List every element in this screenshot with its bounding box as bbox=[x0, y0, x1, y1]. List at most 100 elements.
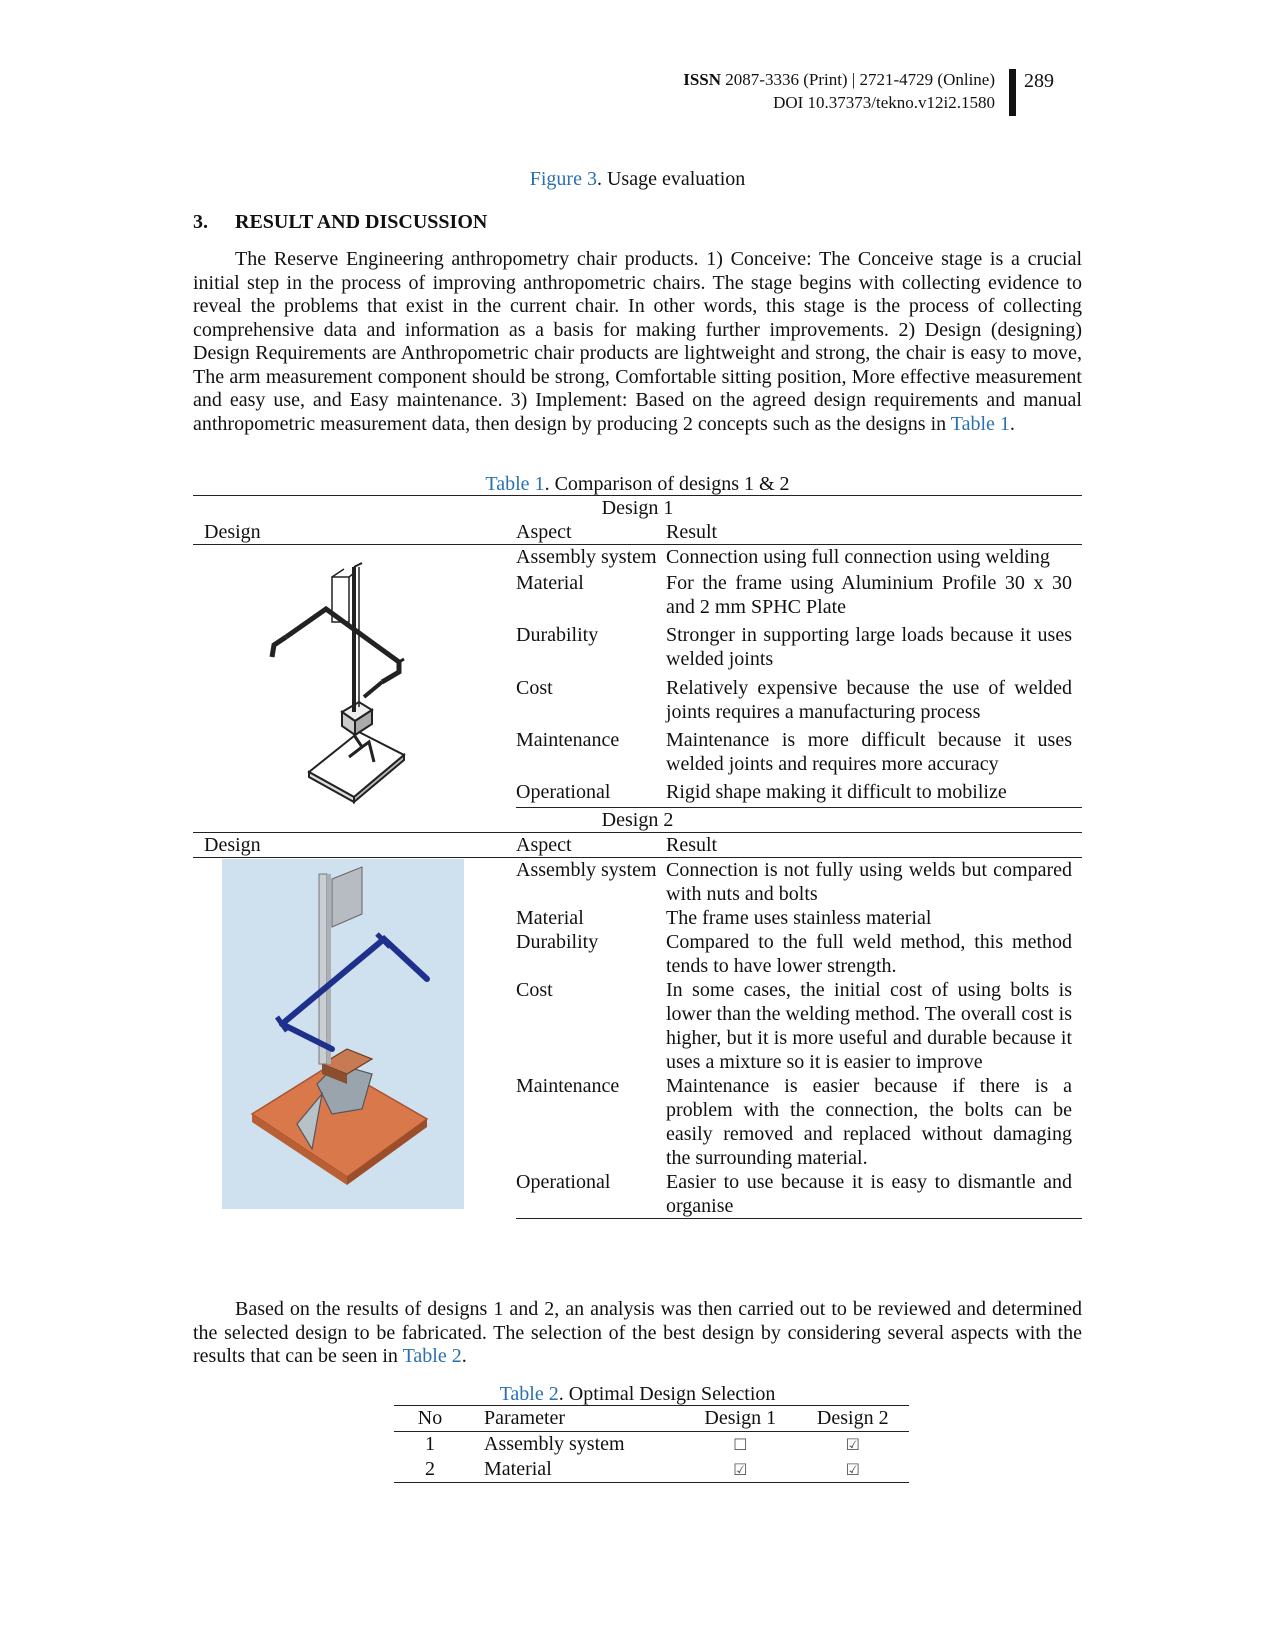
issn-label: ISSN bbox=[683, 70, 722, 89]
design1-result-5: Maintenance is more difficult because it… bbox=[666, 729, 1072, 776]
paragraph-1: The Reserve Engineering anthropometry ch… bbox=[193, 248, 1082, 436]
table-row: Material For the frame using Aluminium P… bbox=[193, 571, 1082, 623]
design2-result-5: Maintenance is easier because if there i… bbox=[666, 1074, 1072, 1169]
design1-result-6: Rigid shape making it difficult to mobil… bbox=[666, 780, 1082, 808]
table1-caption-text: . Comparison of designs 1 & 2 bbox=[544, 473, 790, 495]
design2-result-3: Compared to the full weld method, this m… bbox=[666, 930, 1072, 977]
table2-caption-ref[interactable]: Table 2 bbox=[499, 1383, 559, 1405]
table-row: Material The frame uses stainless materi… bbox=[193, 906, 1082, 930]
table2-param-1: Assembly system bbox=[484, 1433, 625, 1455]
doi-line: DOI 10.37373/tekno.v12i2.1580 bbox=[773, 93, 995, 112]
table2-header-no: No bbox=[394, 1405, 466, 1432]
design2-result-2: The frame uses stainless material bbox=[666, 906, 932, 929]
section-heading: 3. RESULT AND DISCUSSION bbox=[193, 211, 487, 234]
paragraph-2: Based on the results of designs 1 and 2,… bbox=[193, 1298, 1082, 1369]
table-row: 2 Material ☑ ☑ bbox=[394, 1457, 909, 1483]
design2-aspect-2: Material bbox=[516, 906, 584, 929]
table-row: Durability Stronger in supporting large … bbox=[193, 623, 1082, 675]
design1-aspect-3: Durability bbox=[516, 624, 599, 647]
design2-aspect-4: Cost bbox=[516, 978, 553, 1001]
design2-back-panel bbox=[331, 865, 363, 928]
design2-vertical-pole bbox=[318, 873, 328, 1064]
table2-caption-text: . Optimal Design Selection bbox=[558, 1383, 776, 1405]
page-header: ISSN 2087-3336 (Print) | 2721-4729 (Onli… bbox=[683, 68, 1007, 114]
table-row: Durability Compared to the full weld met… bbox=[193, 930, 1082, 978]
table2-header-row: No Parameter Design 1 Design 2 bbox=[394, 1405, 909, 1432]
col-result-header-2: Result bbox=[666, 832, 1082, 858]
design2-aspect-6: Operational bbox=[516, 1169, 666, 1219]
table-row: Maintenance Maintenance is easier becaus… bbox=[193, 1074, 1082, 1170]
design1-aspect-1: Assembly system bbox=[516, 546, 657, 568]
paragraph-1-text: The Reserve Engineering anthropometry ch… bbox=[193, 248, 1082, 435]
design1-result-2: For the frame using Aluminium Profile 30… bbox=[666, 572, 1072, 619]
design2-image-cell bbox=[193, 857, 516, 1218]
figure-caption: Figure 3. Usage evaluation bbox=[0, 168, 1275, 191]
table-row: Operational Rigid shape making it diffic… bbox=[193, 780, 1082, 808]
design2-aspect-1: Assembly system bbox=[516, 858, 657, 881]
design1-aspect-2: Material bbox=[516, 572, 584, 595]
table-row: Operational Easier to use because it is … bbox=[193, 1169, 1082, 1219]
section-number: 3. bbox=[193, 211, 208, 233]
design2-aspect-3: Durability bbox=[516, 930, 599, 953]
table2-caption: Table 2. Optimal Design Selection bbox=[0, 1383, 1275, 1406]
design2-result-1: Connection is not fully using welds but … bbox=[666, 858, 1072, 905]
design2-seat bbox=[320, 1047, 374, 1075]
design1-result-1: Connection using full connection using w… bbox=[666, 546, 1050, 568]
col-design-header: Design bbox=[193, 520, 516, 545]
table2-header-parameter: Parameter bbox=[466, 1405, 684, 1432]
design1-image-cell bbox=[193, 545, 516, 808]
page-number: 289 bbox=[1024, 70, 1054, 92]
design1-chair-drawing bbox=[269, 562, 406, 805]
issn-line: ISSN 2087-3336 (Print) | 2721-4729 (Onli… bbox=[683, 68, 995, 91]
table2-no-1: 1 bbox=[425, 1433, 435, 1455]
table2: No Parameter Design 1 Design 2 1 Assembl… bbox=[394, 1405, 909, 1483]
table-row: Cost Relatively expensive because the us… bbox=[193, 676, 1082, 728]
col-aspect-header: Aspect bbox=[516, 520, 666, 545]
table1-ref-link[interactable]: Table 1 bbox=[950, 412, 1010, 435]
design2-result-6: Easier to use because it is easy to dism… bbox=[666, 1169, 1082, 1219]
design2-result-4: In some cases, the initial cost of using… bbox=[666, 978, 1072, 1073]
col-result-header: Result bbox=[666, 520, 1082, 545]
figure-caption-text: . Usage evaluation bbox=[596, 168, 746, 190]
design1-header-row: Design Aspect Result bbox=[193, 520, 1082, 545]
table2-no-2: 2 bbox=[394, 1457, 466, 1483]
table-row: Assembly system Connection is not fully … bbox=[193, 857, 1082, 1209]
table-row: Assembly system Connection using full co… bbox=[193, 545, 1082, 805]
design1-title: Design 1 bbox=[193, 495, 1082, 520]
paragraph-1-end: . bbox=[1009, 412, 1015, 435]
header-bar bbox=[1009, 69, 1016, 116]
issn-text: 2087-3336 (Print) | 2721-4729 (Online) bbox=[725, 70, 995, 89]
checkbox-icon: ☐ bbox=[733, 1435, 748, 1454]
design1-result-3: Stronger in supporting large loads becau… bbox=[666, 624, 1072, 671]
table2-param-2: Material bbox=[466, 1457, 684, 1483]
col-aspect-header-2: Aspect bbox=[516, 832, 666, 858]
table2-header-design1: Design 1 bbox=[684, 1405, 797, 1432]
design1-title-row: Design 1 bbox=[193, 495, 1082, 520]
col-design-header-2: Design bbox=[193, 832, 516, 858]
table2-ref-link[interactable]: Table 2 bbox=[402, 1345, 462, 1367]
design1-base-plate bbox=[307, 730, 406, 799]
design1-aspect-4: Cost bbox=[516, 676, 553, 699]
figure-ref-link[interactable]: Figure 3 bbox=[529, 168, 597, 190]
table1-caption: Table 1. Comparison of designs 1 & 2 bbox=[0, 473, 1275, 496]
table2-header-design2: Design 2 bbox=[796, 1405, 909, 1432]
paragraph-2-text: Based on the results of designs 1 and 2,… bbox=[193, 1298, 1082, 1367]
checkbox-icon: ☑ bbox=[845, 1435, 860, 1454]
paragraph-2-end: . bbox=[461, 1345, 467, 1367]
design1-arm-frame bbox=[284, 605, 402, 685]
table-row: Cost In some cases, the initial cost of … bbox=[193, 978, 1082, 1074]
design2-title-row: Design 2 bbox=[193, 807, 1082, 833]
section-title: RESULT AND DISCUSSION bbox=[235, 211, 488, 233]
design2-chair-render bbox=[222, 858, 464, 1209]
table-row: Maintenance Maintenance is more difficul… bbox=[193, 728, 1082, 780]
table-row: 1 Assembly system ☐ ☑ bbox=[394, 1432, 909, 1458]
design2-title: Design 2 bbox=[193, 807, 1082, 833]
checkbox-icon: ☑ bbox=[845, 1460, 860, 1479]
table1: Design 1 Design Aspect Result bbox=[193, 495, 1082, 1219]
checkbox-icon: ☑ bbox=[733, 1460, 748, 1479]
design1-aspect-6: Operational bbox=[516, 780, 666, 808]
design1-result-4: Relatively expensive because the use of … bbox=[666, 676, 1072, 723]
design1-aspect-5: Maintenance bbox=[516, 729, 620, 752]
table1-caption-ref[interactable]: Table 1 bbox=[485, 473, 545, 495]
design2-aspect-5: Maintenance bbox=[516, 1074, 620, 1097]
